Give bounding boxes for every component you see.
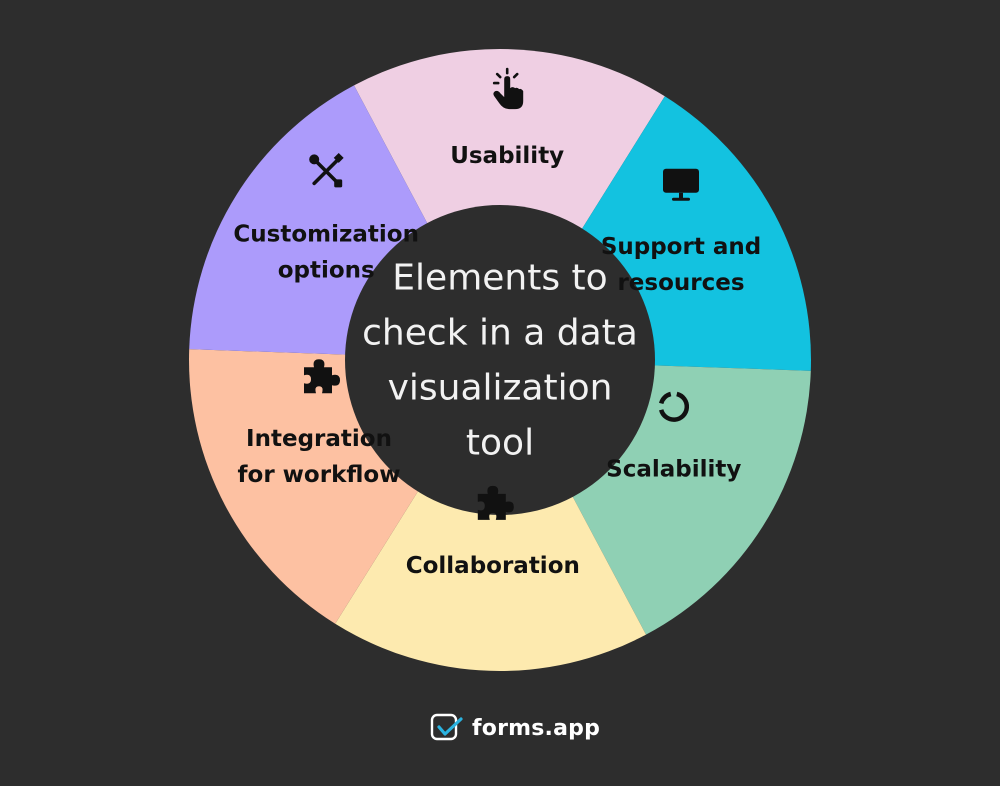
segment-label-scalability: Scalability bbox=[606, 457, 741, 483]
monitor-icon bbox=[663, 168, 699, 201]
segment-label-usability: Usability bbox=[450, 143, 564, 169]
segment-collaboration bbox=[335, 360, 647, 672]
puzzle-icon bbox=[477, 485, 514, 520]
ring-chart-icon bbox=[659, 391, 690, 422]
brand-name: forms.app bbox=[472, 715, 601, 741]
puzzle-icon bbox=[304, 359, 340, 394]
forms-app-logo-icon bbox=[430, 713, 463, 741]
segment-label-collaboration: Collaboration bbox=[406, 553, 580, 579]
pointer-tap-icon bbox=[492, 67, 524, 110]
brand-logo: forms.app bbox=[430, 708, 600, 748]
tools-icon bbox=[309, 152, 344, 188]
center-hub bbox=[345, 205, 655, 515]
segment-usability bbox=[353, 48, 665, 360]
